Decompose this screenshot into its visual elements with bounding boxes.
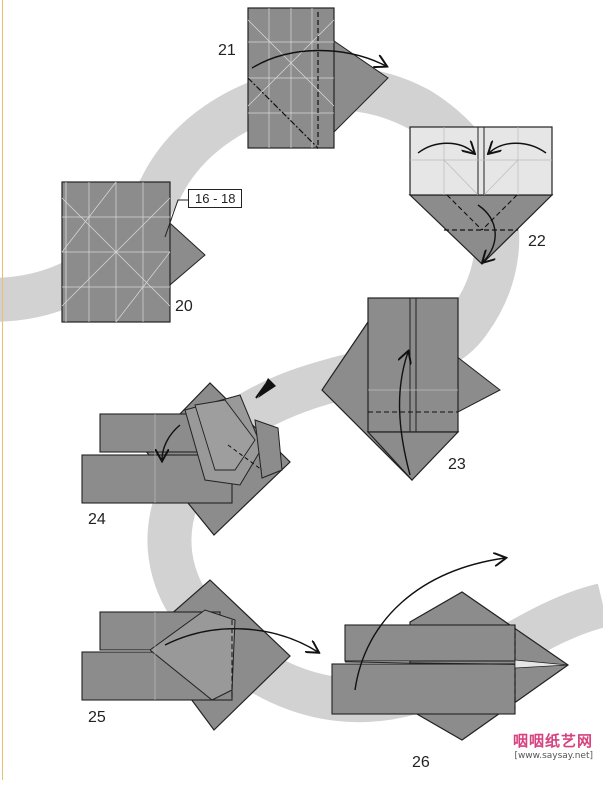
step-number-22: 22 bbox=[528, 233, 546, 250]
step-number-26: 26 bbox=[412, 754, 430, 771]
step-number-21: 21 bbox=[218, 42, 236, 59]
watermark-url: [www.saysay.net] bbox=[514, 751, 593, 761]
step-number-20: 20 bbox=[175, 298, 193, 315]
step-number-24: 24 bbox=[88, 511, 106, 528]
watermark-site-name: 咽咽纸艺网 bbox=[512, 732, 593, 750]
step-25-figure bbox=[81, 579, 318, 731]
watermark: 咽咽纸艺网 [www.saysay.net] bbox=[438, 730, 593, 761]
step-23-figure bbox=[321, 297, 501, 481]
step-22-figure bbox=[408, 126, 554, 265]
step-number-25: 25 bbox=[88, 709, 106, 726]
step-24-figure bbox=[81, 378, 291, 536]
step-21-figure bbox=[247, 7, 388, 150]
reference-label: 16 - 18 bbox=[188, 189, 243, 208]
step-number-23: 23 bbox=[448, 456, 466, 473]
step-26-figure bbox=[331, 558, 570, 741]
page-edge-line bbox=[2, 0, 3, 780]
step-20-figure bbox=[61, 181, 206, 323]
